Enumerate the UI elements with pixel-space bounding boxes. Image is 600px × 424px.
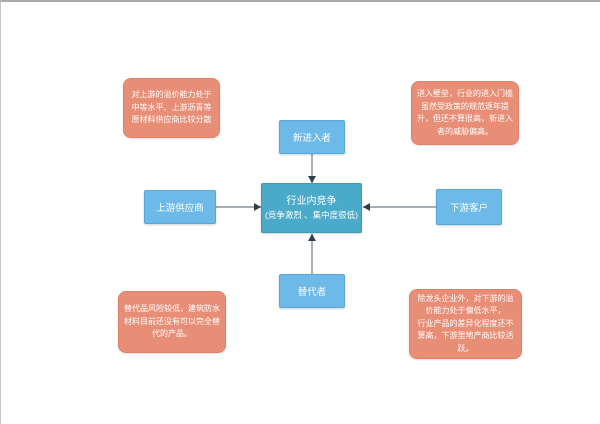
- node-downstream-customers[interactable]: 下游客户: [436, 189, 502, 225]
- connector-left: [216, 206, 261, 208]
- note-text: 替代品风险较低，建筑防水材料目前还没有可以完全替代的产品。: [124, 304, 220, 339]
- center-node-title: 行业内竞争: [286, 196, 337, 207]
- connector-top: [311, 154, 313, 183]
- note-text: 除龙头企业外，对下游的溢价能力处于偏低水平， 行业产品的差异化程度还不算高，下游…: [417, 293, 514, 353]
- note-substitute-risk[interactable]: 替代品风险较低，建筑防水材料目前还没有可以完全替代的产品。: [118, 291, 226, 353]
- note-text: 对上游的溢价能力处于中等水平、上游沥青等原材料供应商比较分散: [131, 90, 212, 125]
- node-label: 下游客户: [449, 203, 488, 214]
- note-supplier-power[interactable]: 对上游的溢价能力处于中等水平、上游沥青等原材料供应商比较分散: [123, 78, 220, 138]
- node-industry-competition[interactable]: 行业内竞争 (竞争激烈 、集中度很低): [261, 183, 362, 233]
- node-label: 替代者: [297, 287, 327, 298]
- note-text: 进入壁垒，行业的进入门槛虽然受政策的规范逐年提升，但还不算很高，新进入者的威胁偏…: [417, 89, 513, 136]
- note-customer-power[interactable]: 除龙头企业外，对下游的溢价能力处于偏低水平， 行业产品的差异化程度还不算高，下游…: [409, 289, 522, 359]
- connector-bottom: [311, 234, 313, 274]
- node-upstream-suppliers[interactable]: 上游供应商: [144, 190, 216, 224]
- note-entry-barriers[interactable]: 进入壁垒，行业的进入门槛虽然受政策的规范逐年提升，但还不算很高，新进入者的威胁偏…: [411, 81, 519, 145]
- node-label: 新进入者: [292, 133, 331, 144]
- connector-right: [363, 206, 436, 208]
- node-new-entrants[interactable]: 新进入者: [279, 120, 345, 154]
- connector-right-arrowhead-icon: [363, 203, 370, 211]
- connector-left-arrowhead-icon: [254, 203, 261, 211]
- connector-top-arrowhead-icon: [308, 176, 316, 183]
- node-label: 上游供应商: [156, 203, 204, 214]
- node-substitutes[interactable]: 替代者: [279, 274, 345, 308]
- connector-bottom-arrowhead-icon: [308, 234, 316, 241]
- center-node-subtitle: (竞争激烈 、集中度很低): [264, 210, 359, 220]
